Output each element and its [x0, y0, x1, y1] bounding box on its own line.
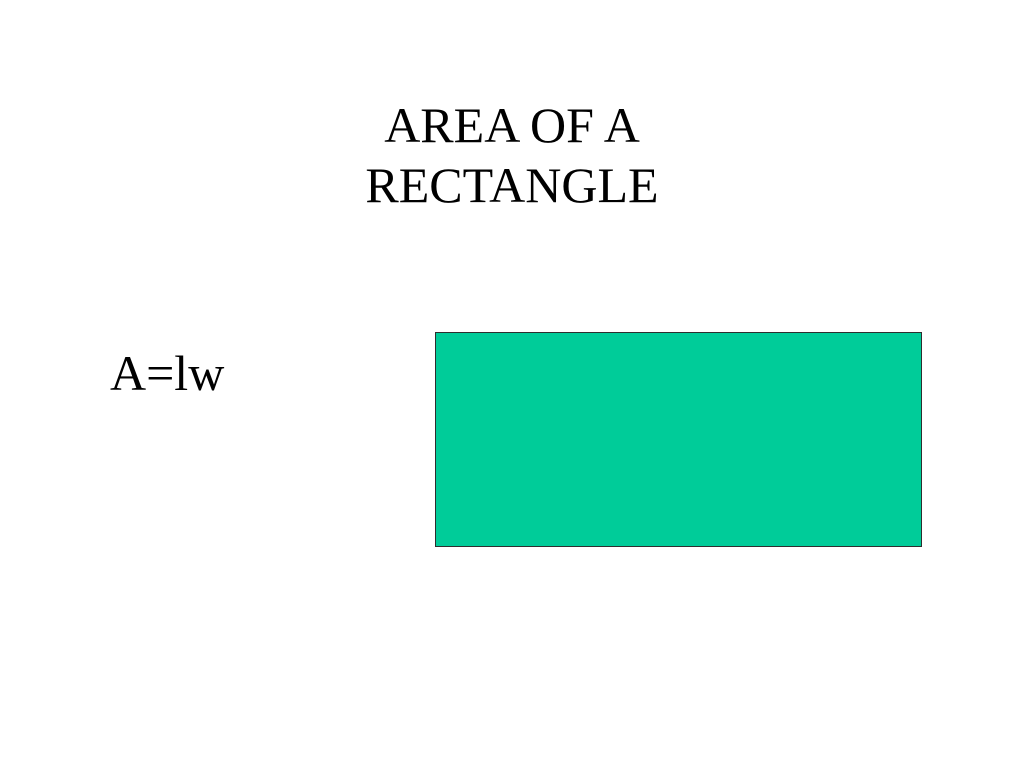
- slide-title-line-2: RECTANGLE: [365, 157, 659, 213]
- slide-title-line-1: AREA OF A: [384, 97, 640, 153]
- area-formula: A=lw: [110, 345, 225, 401]
- slide-title: AREA OF A RECTANGLE: [0, 95, 1024, 215]
- rectangle-shape: [435, 332, 922, 547]
